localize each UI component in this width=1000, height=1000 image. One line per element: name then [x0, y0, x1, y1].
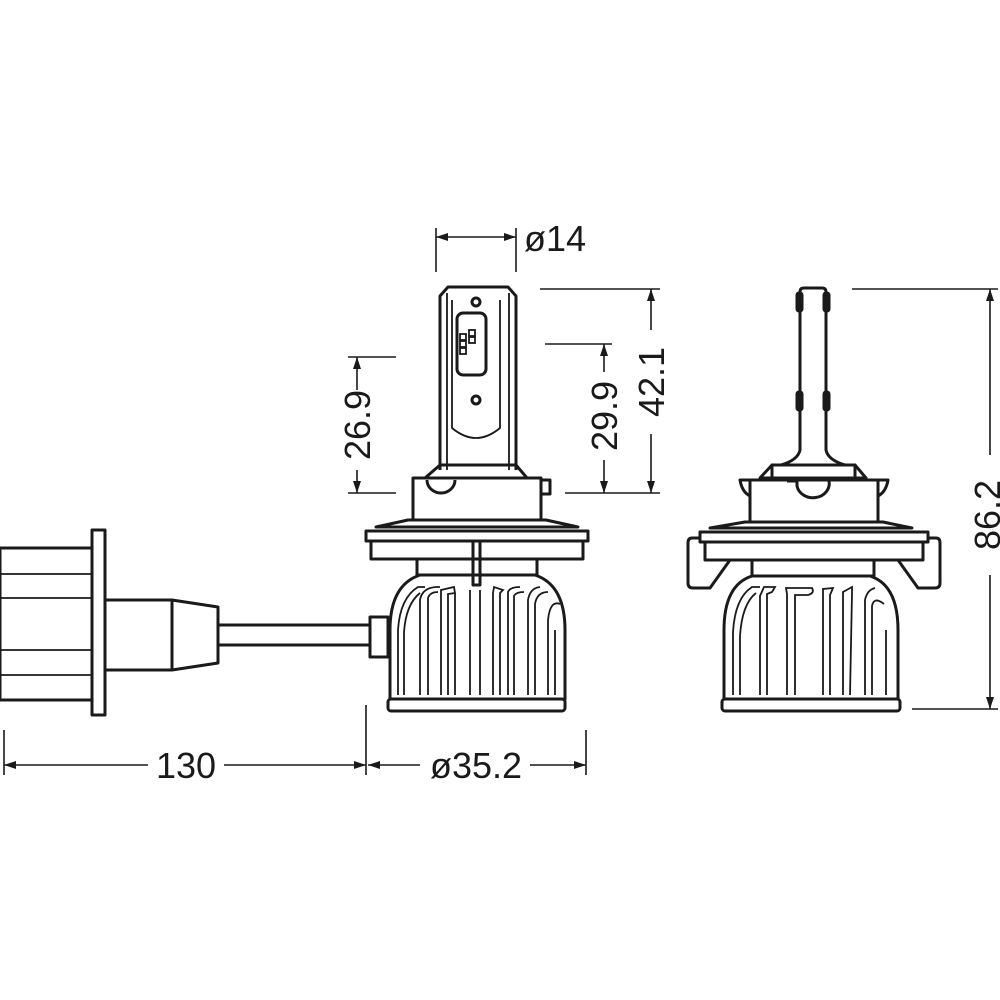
flange-side [703, 540, 925, 562]
dim-body-diameter: ø35.2 [430, 745, 522, 786]
key-pin [471, 539, 482, 587]
led-head [438, 285, 518, 470]
cable [218, 623, 370, 647]
base-collar-side [748, 478, 880, 524]
led-stem [770, 286, 857, 480]
clip-right [896, 536, 942, 590]
clip-left [686, 536, 732, 590]
led-chip-window [455, 311, 488, 377]
dim-head-diameter: ø14 [524, 218, 586, 259]
dimension-labels: ø14 26.9 29.9 42.1 86.2 130 ø35.2 [156, 218, 1000, 786]
bulb-side-view [686, 286, 942, 713]
power-plug [0, 528, 220, 717]
dim-height-b: 29.9 [584, 381, 625, 451]
dim-height-c: 42.1 [631, 347, 672, 417]
dim-cable-length: 130 [156, 745, 216, 786]
heatsink [388, 573, 567, 700]
base-collar [411, 476, 543, 522]
dim-total-height: 86.2 [967, 480, 1000, 550]
dim-height-a: 26.9 [337, 390, 378, 460]
cable-grommet [368, 615, 390, 659]
heatsink-side [722, 574, 900, 700]
dimension-lines [3, 228, 998, 775]
bulb-front-view [364, 285, 590, 713]
